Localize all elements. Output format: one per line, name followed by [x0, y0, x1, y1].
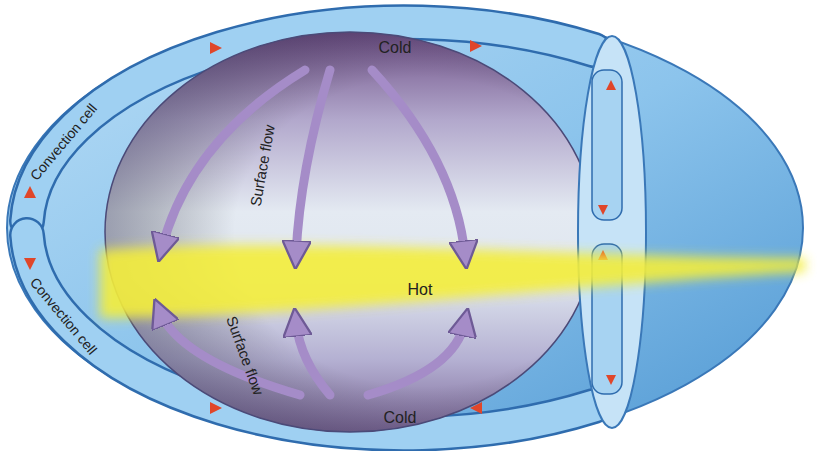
region-label: Hot — [408, 281, 433, 299]
cell-label: Convection cell — [26, 274, 99, 357]
flow-arrowhead — [210, 402, 222, 414]
flow-arrowhead — [24, 258, 36, 270]
flow-arrow — [368, 322, 465, 395]
flow-arrowhead — [606, 80, 616, 90]
cell-label: Convection cell — [26, 100, 99, 183]
surface-flow-arrows — [160, 70, 465, 395]
flow-arrowhead — [598, 205, 608, 215]
inner-sphere — [105, 32, 595, 432]
flow-arrow — [162, 70, 305, 248]
flow-arrow — [296, 70, 330, 255]
mantle-shell — [7, 7, 803, 449]
flow-arrowhead — [210, 42, 222, 54]
sphere-shading — [105, 32, 595, 432]
flow-arrow — [296, 322, 330, 395]
region-label: Cold — [384, 409, 417, 427]
flow-arrow — [372, 70, 465, 255]
flow-arrowhead — [606, 375, 616, 385]
region-label: Cold — [379, 39, 412, 57]
flow-label: Surface flow — [223, 313, 267, 396]
slice-cell — [592, 70, 622, 220]
convection-cells — [24, 22, 594, 433]
slice-face — [578, 36, 646, 428]
flow-arrowhead — [24, 186, 36, 198]
cutaway-slice — [578, 36, 646, 428]
flow-label: Surface flow — [246, 123, 277, 207]
flow-arrowhead — [470, 40, 482, 52]
hot-equator-band — [100, 245, 805, 318]
